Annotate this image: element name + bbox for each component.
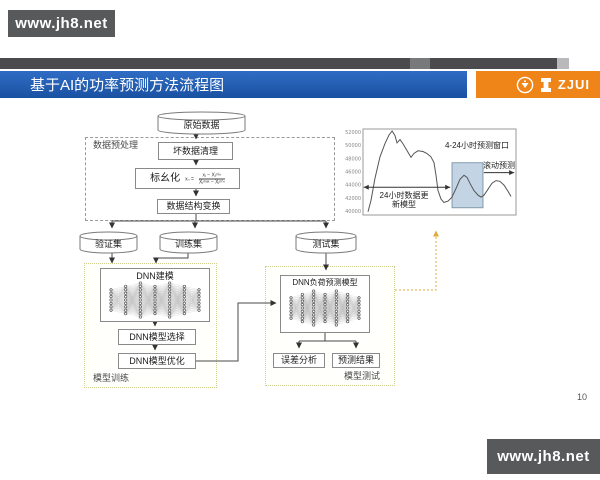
cylinder-shapes: [79, 111, 357, 254]
raw-data-cylinder: 原始数据: [183, 120, 220, 130]
normalize-box: 标幺化 xₙ = xᵢ − Xᵢᵐⁱⁿ Xᵢᵐᵃˣ − Xᵢᵐⁱⁿ: [135, 168, 240, 189]
normalize-formula-fraction: xᵢ − Xᵢᵐⁱⁿ Xᵢᵐᵃˣ − Xᵢᵐⁱⁿ: [198, 172, 225, 186]
dnn-modeling-label: DNN建模: [136, 271, 174, 281]
clean-data-box: 坏数据清理: [158, 142, 233, 160]
validation-set-cylinder: 验证集: [94, 239, 122, 249]
watermark-top-left: www.jh8.net: [8, 10, 115, 37]
header-strip-cap: [557, 58, 569, 69]
svg-text:44000: 44000: [345, 183, 361, 189]
svg-text:52000: 52000: [345, 130, 361, 136]
update-model-note: 24小时数据更 新模型: [368, 191, 440, 209]
title-bar: 基于AI的功率预测方法流程图: [0, 71, 467, 98]
page-number: 10: [577, 392, 588, 402]
feedback-dotted-connector: [395, 230, 439, 291]
svg-text:40000: 40000: [345, 209, 361, 215]
logo-text: ZJUI: [557, 77, 590, 92]
model-select-box: DNN模型选择: [118, 329, 196, 345]
dnn-predict-label: DNN负荷预测模型: [292, 278, 358, 287]
preprocess-region-label: 数据预处理: [93, 140, 139, 150]
svg-text:46000: 46000: [345, 170, 361, 176]
transform-box: 数据结构变换: [157, 199, 230, 214]
zju-badge-icon: [516, 76, 534, 94]
svg-text:50000: 50000: [345, 143, 361, 149]
update-model-note-line2: 新模型: [392, 200, 416, 210]
dnn-modeling-box: DNN建模: [100, 268, 210, 322]
page-title: 基于AI的功率预测方法流程图: [30, 77, 225, 94]
model-testing-label: 模型测试: [344, 371, 381, 381]
model-training-label: 模型训练: [93, 373, 130, 383]
error-analysis-box: 误差分析: [273, 353, 325, 368]
neural-network-diagram: [285, 287, 365, 331]
prediction-window-note: 4-24小时预测窗口: [444, 141, 509, 150]
header-strip-notch: [410, 58, 430, 69]
watermark-bottom-right: www.jh8.net: [487, 439, 600, 474]
svg-text:48000: 48000: [345, 156, 361, 162]
forecast-chart: 52000 50000 48000 46000 44000 42000 40000: [338, 124, 523, 222]
normalize-label: 标幺化: [150, 172, 181, 184]
normalize-formula: xₙ =: [185, 176, 194, 182]
dnn-predict-box: DNN负荷预测模型: [280, 275, 370, 333]
testing-set-cylinder: 测试集: [312, 239, 340, 249]
training-set-cylinder: 训练集: [174, 239, 202, 249]
illinois-i-icon: [540, 77, 552, 93]
neural-network-diagram: [105, 281, 205, 321]
logo-bar: ZJUI: [476, 71, 600, 98]
svg-text:42000: 42000: [345, 196, 361, 202]
header-strip: [0, 58, 557, 69]
rolling-predict-note: 滚动预测: [483, 161, 515, 170]
predict-result-box: 预测结果: [332, 353, 380, 368]
model-optimize-box: DNN模型优化: [118, 353, 196, 369]
update-model-note-line1: 24小时数据更: [379, 191, 429, 200]
